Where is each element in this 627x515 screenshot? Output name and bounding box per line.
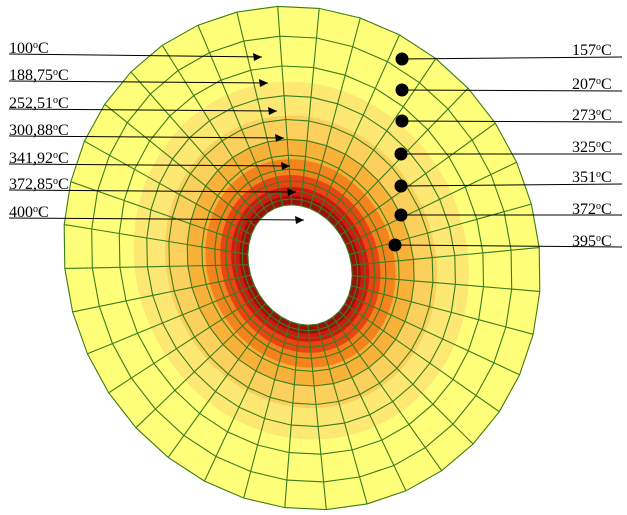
mesh-spoke-35 <box>333 87 469 227</box>
arrowhead-icon <box>287 188 296 196</box>
mesh-spoke-28 <box>197 24 276 209</box>
mesh-spoke-1 <box>345 161 517 246</box>
mesh-spoke-8 <box>339 310 474 445</box>
mesh-spoke-10 <box>324 321 407 492</box>
left-label-6: 372,85oC <box>9 176 69 193</box>
right-leader-line-7 <box>394 244 623 248</box>
arrowhead-icon <box>268 107 277 115</box>
arrowhead-icon <box>281 162 290 170</box>
left-leader-line-5 <box>8 163 291 167</box>
mesh-spoke-18 <box>108 294 260 394</box>
mesh-spoke-9 <box>332 316 443 472</box>
right-label-6: 372oC <box>572 201 612 218</box>
mesh-spoke-4 <box>352 275 540 292</box>
mesh-spoke-34 <box>326 58 437 220</box>
right-label-4: 325oC <box>572 139 612 156</box>
mesh-spoke-32 <box>309 17 361 209</box>
right-leader-line-2 <box>401 89 623 92</box>
measurement-point-1 <box>395 52 409 66</box>
right-label-7: 395oC <box>572 233 612 250</box>
left-leader-line-4 <box>8 135 285 139</box>
mesh-spoke-7 <box>344 303 500 413</box>
mesh-spoke-22 <box>64 224 248 255</box>
measurement-point-5 <box>394 179 408 193</box>
measurement-point-4 <box>394 147 408 161</box>
right-label-2: 207oC <box>572 76 612 93</box>
leader-lines <box>8 53 623 248</box>
mesh-spoke-26 <box>130 71 262 220</box>
central-hole <box>247 204 353 326</box>
measurement-point-7 <box>388 238 402 252</box>
mesh-spoke-20 <box>72 274 251 313</box>
mesh-spoke-2 <box>349 203 532 256</box>
arrowhead-icon <box>275 134 284 142</box>
mesh-spoke-3 <box>351 247 540 266</box>
right-label-5: 351oC <box>572 169 612 186</box>
right-label-3: 273oC <box>572 107 612 124</box>
left-leader-line-6 <box>8 189 297 193</box>
arrowhead-icon <box>259 79 268 87</box>
left-leader-line-7 <box>8 217 305 221</box>
finite-element-mesh <box>63 5 541 511</box>
mesh-spoke-17 <box>135 303 267 429</box>
left-label-4: 300,88oC <box>9 122 69 139</box>
mesh-spoke-29 <box>236 11 284 206</box>
left-leader-line-1 <box>8 53 263 58</box>
mesh-spoke-23 <box>70 181 249 245</box>
measurement-points <box>388 52 409 252</box>
left-label-7: 400oC <box>9 204 49 221</box>
measurement-point-6 <box>394 208 408 222</box>
mesh-spoke-15 <box>204 316 282 482</box>
measurement-point-2 <box>395 83 409 97</box>
mesh-spoke-19 <box>87 284 255 355</box>
left-label-3: 252,51oC <box>9 95 69 112</box>
mesh-spoke-6 <box>348 294 520 376</box>
mesh-spoke-21 <box>64 264 249 269</box>
mesh-spoke-11 <box>316 324 368 505</box>
mesh-spoke-27 <box>161 45 268 214</box>
mesh-spoke-25 <box>104 103 256 227</box>
mesh-spoke-13 <box>284 324 300 508</box>
arrowhead-icon <box>253 53 262 61</box>
left-label-2: 188,75oC <box>9 67 69 84</box>
left-label-5: 341,92oC <box>9 150 69 167</box>
left-label-1: 100oC <box>9 40 49 57</box>
right-leader-line-3 <box>401 120 623 123</box>
right-label-1: 157oC <box>572 42 612 59</box>
mesh-spoke-14 <box>243 321 291 499</box>
measurement-point-3 <box>395 114 409 128</box>
right-leader-line-1 <box>401 56 623 60</box>
mesh-spoke-31 <box>300 8 320 206</box>
mesh-spoke-16 <box>167 310 274 458</box>
left-leader-line-3 <box>8 108 278 112</box>
mesh-spoke-5 <box>351 285 534 335</box>
mesh-spoke-24 <box>84 140 252 236</box>
mesh-spoke-33 <box>318 34 401 214</box>
left-leader-line-2 <box>8 80 269 84</box>
arrowhead-icon <box>295 216 304 224</box>
mesh-spoke-12 <box>307 325 327 510</box>
right-leader-line-5 <box>400 183 623 187</box>
